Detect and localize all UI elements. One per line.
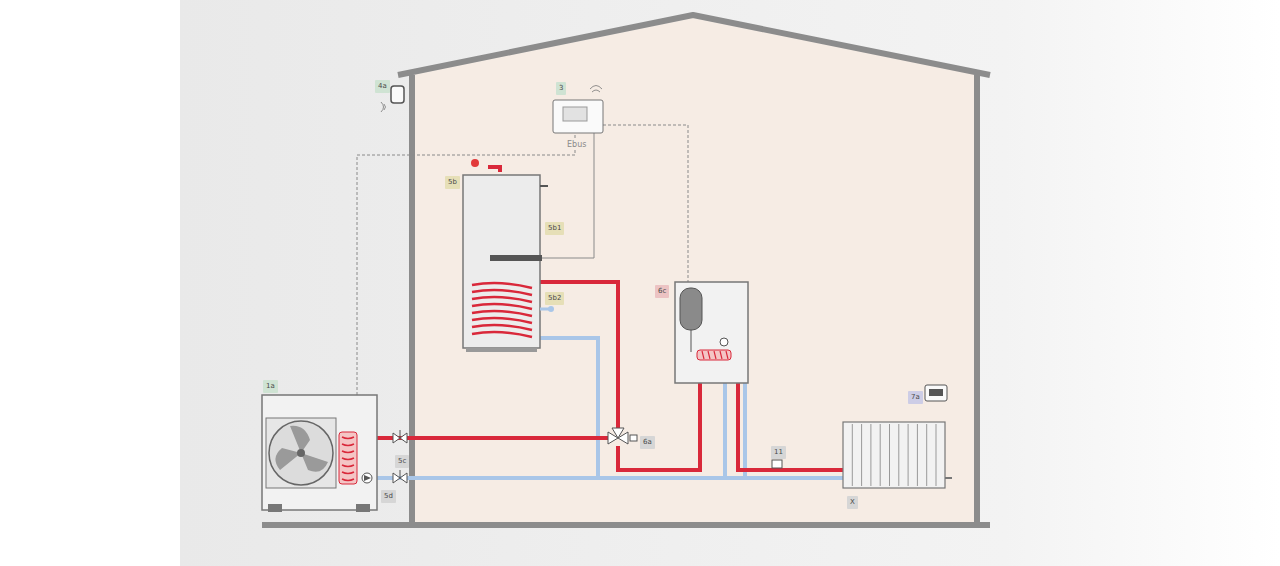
callout-text: 5b1 — [548, 224, 561, 232]
callout-number: 4a — [375, 80, 390, 93]
callout-number: 7a — [908, 391, 923, 404]
callout-number: 5b — [445, 176, 460, 189]
callout-number: 11 — [771, 446, 786, 459]
callout-text: 5b — [448, 178, 457, 186]
callout-text: 6c — [658, 287, 666, 295]
callout-number: 5b1 — [545, 222, 564, 235]
callout-text: 3 — [559, 84, 563, 92]
callout-text: X — [850, 498, 855, 506]
callout-text: 7a — [911, 393, 920, 401]
callout-number: 6c — [655, 285, 669, 298]
callout-text: 1a — [266, 382, 275, 390]
bus-label: Ebus — [566, 140, 587, 149]
callout-text: 5c — [398, 457, 406, 465]
callout-number: X — [847, 496, 858, 509]
callout-number: 1a — [263, 380, 278, 393]
callout-text: 11 — [774, 448, 783, 456]
callout-text: 5b2 — [548, 294, 561, 302]
callout-number: 3 — [556, 82, 566, 95]
callout-text: 5d — [384, 492, 393, 500]
callout-number: 6a — [640, 436, 655, 449]
callout-text: 6a — [643, 438, 652, 446]
callout-text: 4a — [378, 82, 387, 90]
callout-number: 5c — [395, 455, 409, 468]
callout-number: 5d — [381, 490, 396, 503]
callout-number: 5b2 — [545, 292, 564, 305]
